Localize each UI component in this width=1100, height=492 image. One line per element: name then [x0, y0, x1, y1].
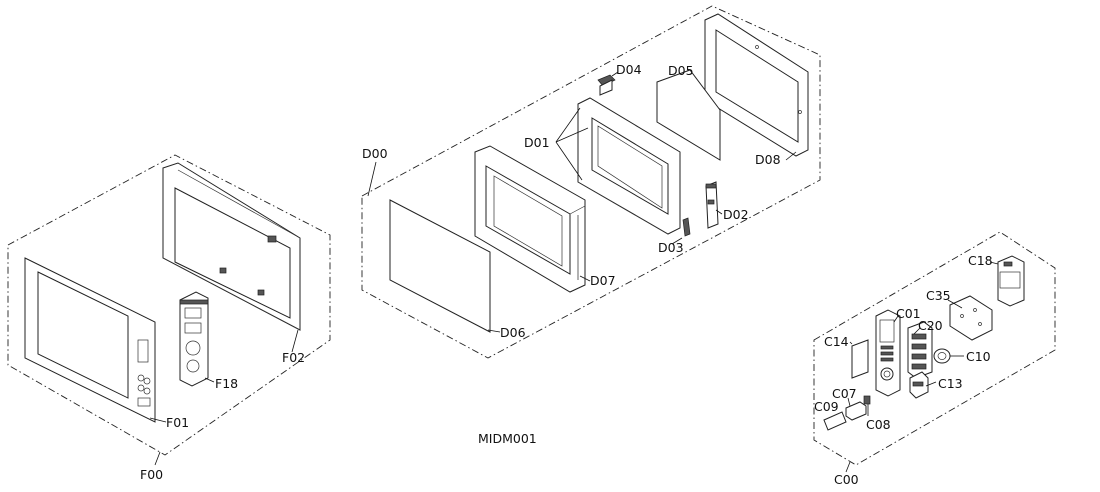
part-c07-button[interactable] [845, 401, 867, 421]
label-d00: D00 [362, 146, 388, 161]
label-d05: D05 [668, 63, 694, 78]
leader-c20 [913, 327, 921, 335]
part-c18-module[interactable] [997, 255, 1025, 307]
label-d02: D02 [723, 207, 749, 222]
leader-d01-a [555, 107, 581, 143]
part-d02-latch[interactable] [705, 181, 719, 229]
leader-d03 [671, 237, 683, 245]
part-f18-panel-bracket[interactable] [179, 291, 209, 387]
part-c35-board[interactable] [949, 295, 993, 341]
leader-c07 [847, 397, 851, 407]
leader-d01-b [555, 127, 589, 143]
leader-f02 [291, 329, 299, 353]
group-c00: C18 C35 C01 C20 C10 C14 C13 C07 C09 C08 … [813, 231, 1056, 487]
label-f18: F18 [215, 376, 238, 391]
group-c00-boundary [813, 231, 1056, 466]
part-d01-door-frame[interactable] [577, 97, 681, 235]
label-c09: C09 [814, 399, 839, 414]
leader-f18 [204, 377, 215, 383]
label-d08: D08 [755, 152, 781, 167]
leader-c18 [989, 261, 999, 265]
group-f00: F01 F02 F18 F00 [7, 154, 331, 482]
label-c14: C14 [824, 334, 849, 349]
label-c08: C08 [866, 417, 891, 432]
diagram-id-label: MIDM001 [478, 431, 537, 446]
group-f00-boundary [7, 154, 331, 456]
label-c13: C13 [938, 376, 963, 391]
part-c13-switch[interactable] [909, 371, 929, 399]
label-f00: F00 [140, 467, 163, 482]
part-c09-plate[interactable] [823, 411, 847, 431]
part-d03-spring[interactable] [682, 217, 691, 237]
label-c35: C35 [926, 288, 951, 303]
part-c08-spring[interactable] [863, 395, 871, 405]
part-d04-hinge[interactable] [597, 74, 616, 96]
part-c10-knob[interactable] [933, 348, 951, 364]
label-d03: D03 [658, 240, 684, 255]
leader-f00 [154, 451, 161, 466]
group-d00-boundary [361, 5, 821, 359]
label-c01: C01 [896, 306, 921, 321]
part-c20-keypad[interactable] [907, 321, 933, 379]
label-d06: D06 [500, 325, 526, 340]
leader-d08 [785, 151, 797, 161]
label-c07: C07 [832, 386, 857, 401]
label-f01: F01 [166, 415, 189, 430]
label-d07: D07 [590, 273, 616, 288]
part-d05-inner-screen[interactable] [656, 69, 721, 161]
leader-c01 [893, 315, 899, 323]
part-c14-gasket[interactable] [851, 339, 869, 379]
part-d06-glass-panel[interactable] [389, 199, 491, 333]
label-d04: D04 [616, 62, 642, 77]
part-c01-control-panel[interactable] [875, 309, 901, 397]
label-c18: C18 [968, 253, 993, 268]
leader-d06 [487, 329, 501, 333]
label-d01: D01 [524, 135, 550, 150]
label-f02: F02 [282, 350, 305, 365]
leader-d04 [611, 71, 619, 77]
label-c20: C20 [918, 318, 943, 333]
label-c00: C00 [834, 472, 859, 487]
leader-c13 [925, 381, 937, 387]
group-d00: D01 D02 D03 D04 D05 D06 D07 D08 D00 [361, 5, 821, 359]
leader-d00 [367, 161, 377, 197]
part-d07-outer-door[interactable] [474, 145, 586, 293]
part-f02-rear-frame[interactable] [162, 162, 301, 331]
part-d08-gasket-frame[interactable] [704, 13, 809, 157]
leader-f01 [149, 417, 167, 423]
leader-c14 [849, 341, 853, 345]
leader-d07 [579, 275, 591, 282]
leader-d01-c [555, 141, 583, 181]
label-c10: C10 [966, 349, 991, 364]
leader-c00 [845, 461, 851, 473]
leader-c35 [947, 299, 963, 309]
part-f01-front-frame[interactable] [24, 257, 156, 423]
leader-d02 [715, 209, 723, 215]
